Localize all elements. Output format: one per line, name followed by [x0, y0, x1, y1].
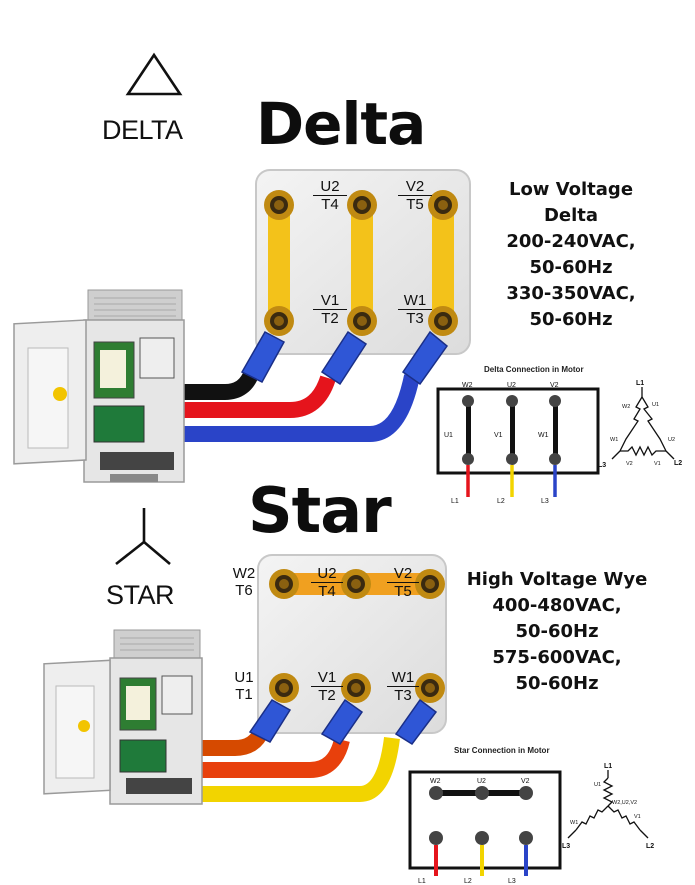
delta-strap [432, 205, 454, 321]
delta-triangle-icon [125, 52, 183, 96]
svg-text:U1: U1 [594, 782, 601, 788]
star-spec-text: High Voltage Wye 400-480VAC, 50-60Hz 575… [466, 569, 648, 694]
star-cable-yellow [200, 736, 400, 802]
delta-lugs [240, 330, 449, 386]
svg-text:L3: L3 [598, 462, 606, 469]
svg-text:L2: L2 [464, 878, 472, 885]
svg-text:L3: L3 [508, 878, 516, 885]
star-symbol-label: STAR [106, 580, 175, 610]
star-terminal-box [200, 554, 447, 802]
svg-text:L3: L3 [562, 843, 570, 850]
star-connection-diagram: W2 U2 V2 L1 L2 L3 L1 L3 L2 U1 W2,U2,V2 W… [408, 763, 654, 885]
svg-text:W2,U2,V2: W2,U2,V2 [612, 800, 637, 806]
star-lugs [248, 698, 438, 746]
svg-text:U1: U1 [444, 432, 453, 439]
delta-connection-caption: Delta Connection in Motor [484, 365, 584, 374]
star-connection-caption: Star Connection in Motor [454, 746, 550, 755]
svg-text:V1: V1 [494, 432, 503, 439]
star-terminal-label-top-mid: U2 T4 [311, 566, 343, 599]
svg-text:W2: W2 [462, 382, 473, 389]
delta-cable-red [180, 375, 336, 418]
svg-text:V1: V1 [634, 814, 641, 820]
star-wye-icon [115, 508, 171, 566]
drive-cabinet-bottom [43, 629, 203, 805]
star-terminal-label-bottom-left: U1 T1 [234, 670, 254, 702]
delta-bolts [264, 190, 458, 336]
delta-title: Delta [256, 90, 426, 158]
delta-connection-diagram: W2 U2 V2 U1 V1 W1 L1 L2 L3 L1 L3 L2 W2 U… [436, 380, 682, 505]
delta-terminal-label-bottom-right: W1 T3 [398, 293, 432, 326]
svg-text:V2: V2 [626, 461, 633, 467]
delta-terminal-label-bottom-left: V1 T2 [313, 293, 347, 326]
delta-terminal-box [180, 169, 471, 442]
svg-text:L1: L1 [418, 878, 426, 885]
svg-text:W2: W2 [622, 404, 630, 410]
star-terminal-label-bottom-mid: V1 T2 [311, 670, 343, 703]
delta-winding-triangle [611, 387, 675, 460]
delta-cable-black [180, 368, 260, 400]
svg-text:L2: L2 [646, 843, 654, 850]
svg-text:W1: W1 [610, 437, 618, 443]
delta-symbol-label: DELTA [102, 115, 183, 145]
svg-text:V2: V2 [521, 778, 530, 785]
svg-text:L3: L3 [541, 498, 549, 505]
star-title: Star [248, 474, 392, 547]
drive-cabinet-top [13, 289, 185, 483]
delta-cable-blue [180, 374, 420, 442]
svg-text:L1: L1 [451, 498, 459, 505]
star-cable-red [200, 737, 350, 778]
svg-text:W1: W1 [538, 432, 549, 439]
svg-text:U2: U2 [477, 778, 486, 785]
delta-strap [268, 205, 290, 321]
svg-text:U2: U2 [668, 437, 675, 443]
delta-terminal-label-top-left: U2 T4 [313, 179, 347, 212]
delta-strap [351, 205, 373, 321]
star-terminal-label-top-left: W2 T6 [232, 566, 256, 598]
star-terminal-label-bottom-right: W1 T3 [387, 670, 419, 703]
svg-text:U1: U1 [652, 402, 659, 408]
svg-text:L1: L1 [636, 380, 644, 387]
svg-text:U2: U2 [507, 382, 516, 389]
svg-text:W1: W1 [570, 820, 578, 826]
svg-text:W2: W2 [430, 778, 441, 785]
delta-spec-text: Low Voltage Delta 200-240VAC, 50-60Hz 33… [506, 179, 636, 330]
delta-terminal-label-top-right: V2 T5 [398, 179, 432, 212]
star-symbol [112, 506, 172, 568]
svg-text:L2: L2 [497, 498, 505, 505]
svg-text:V2: V2 [550, 382, 559, 389]
star-bolts [269, 569, 445, 703]
star-winding-wye [567, 770, 649, 839]
star-terminal-label-top-right: V2 T5 [387, 566, 419, 599]
delta-symbol [124, 52, 184, 98]
svg-text:V1: V1 [654, 461, 661, 467]
svg-text:L2: L2 [674, 460, 682, 467]
svg-text:L1: L1 [604, 763, 612, 770]
